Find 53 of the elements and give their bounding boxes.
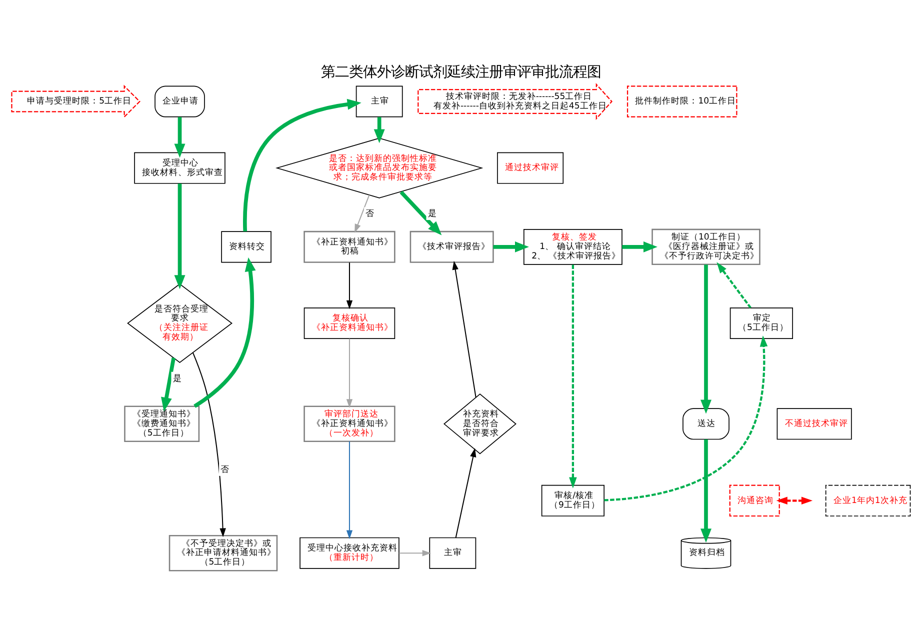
edge-label: 是 bbox=[172, 374, 182, 384]
arrow bbox=[569, 264, 577, 488]
arrow bbox=[192, 352, 226, 538]
arrow bbox=[716, 262, 752, 308]
node-box: 《技术审评报告》 bbox=[410, 230, 494, 263]
node-box: 资料转交 bbox=[221, 231, 272, 263]
node-diamond: 是否：达到新的强制性标准或者国家标准品发布实施要求；完成条件审批要求等 bbox=[275, 138, 484, 198]
arrow bbox=[243, 98, 362, 232]
node-box: 批件制作时限：10工作日 bbox=[626, 86, 738, 118]
arrow bbox=[346, 262, 353, 310]
arrow bbox=[604, 335, 768, 502]
arrow bbox=[455, 448, 476, 538]
arrow bbox=[354, 194, 370, 233]
node-box: 通过技术审评 bbox=[497, 152, 564, 184]
arrow bbox=[493, 241, 529, 252]
node-box: 审评部门送达 《补正资料通知书》 （一次发补） bbox=[304, 406, 396, 442]
arrow bbox=[194, 257, 256, 408]
arrow bbox=[346, 441, 353, 540]
arrow bbox=[452, 260, 476, 398]
node-diamond: 补充资料是否符合审评要求 bbox=[443, 393, 516, 454]
node-box: 不通过技术审评 bbox=[776, 408, 852, 440]
arrow bbox=[346, 338, 353, 408]
node-box: 《不予受理决定书》或《补正申请材料通知书》（5工作日） bbox=[168, 534, 278, 572]
edge-label: 否 bbox=[366, 209, 375, 220]
arrow bbox=[399, 550, 432, 556]
node-diamond: 是否符合受理要求 （关注注册证有效期） bbox=[127, 283, 232, 364]
arrow bbox=[776, 496, 813, 505]
arrow bbox=[161, 358, 176, 412]
node-box: 复核、签发 1、 确认审评结论 2、 《技术审评报告》 bbox=[523, 229, 622, 265]
node-box: 《受理通知书》 《缴费通知书》 （5工作日） bbox=[124, 406, 200, 442]
node-box: 主审 bbox=[429, 537, 476, 569]
node-box: 受理中心接收补充资料 （重新计时） bbox=[300, 537, 400, 569]
node-box: 沟通咨询 bbox=[729, 484, 780, 517]
node-box: 企业1年内1次补充 bbox=[825, 484, 911, 516]
node-box: 制证（10工作日） 《医疗器械注册证》或《不予行政许可决定书》 bbox=[652, 228, 760, 266]
arrow bbox=[622, 241, 658, 252]
arrow bbox=[400, 190, 442, 236]
node-box: 主审 bbox=[356, 86, 403, 118]
arrow bbox=[174, 117, 186, 158]
diagram-title: 第二类体外诊断试剂延续注册审评审批流程图 bbox=[321, 64, 601, 80]
arrow bbox=[374, 117, 385, 144]
node-box: 审核/核准 （9工作日） bbox=[541, 484, 604, 516]
arrow bbox=[700, 439, 712, 543]
node-box: 受理中心 接收材料、形式审查 bbox=[134, 152, 226, 184]
edge-label: 否 bbox=[220, 465, 230, 476]
node-box: 送达 bbox=[682, 408, 730, 440]
node-box: 复核确认 《补正资料通知书》 bbox=[304, 307, 396, 340]
node-box: 《补正资料通知书》 初稿 bbox=[304, 230, 396, 263]
arrow bbox=[174, 184, 186, 290]
node-box: 企业申请 bbox=[154, 86, 205, 118]
edge-label: 是 bbox=[428, 209, 437, 220]
arrow bbox=[700, 264, 712, 414]
node-box: 审定 （5工作日） bbox=[730, 307, 793, 340]
